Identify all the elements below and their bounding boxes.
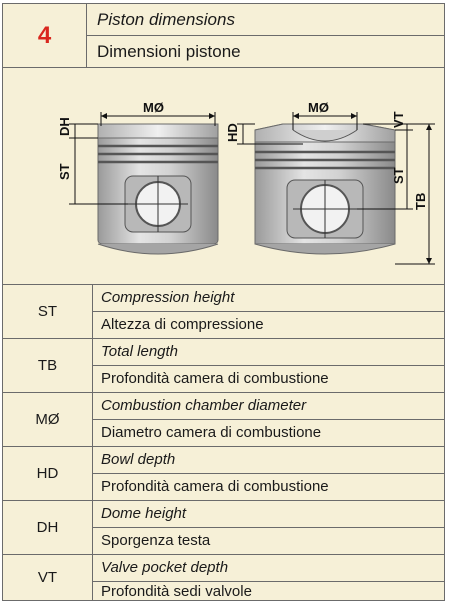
right-compression-label: ST xyxy=(391,167,406,184)
row-abbreviation: DH xyxy=(3,501,93,554)
row-italian: Profondità camera di combustione xyxy=(101,370,329,387)
left-dome-label: DH xyxy=(57,117,72,136)
table-row: TB Total length Profondità camera di com… xyxy=(3,339,444,393)
row-abbreviation: HD xyxy=(3,447,93,500)
right-total-label: TB xyxy=(413,193,428,210)
section-number: 4 xyxy=(3,4,87,68)
right-piston xyxy=(237,112,435,265)
row-abbreviation: MØ xyxy=(3,393,93,446)
row-english: Dome height xyxy=(93,501,444,528)
table-row: ST Compression height Altezza di compres… xyxy=(3,285,444,339)
row-italian: Profondità sedi valvole xyxy=(101,583,252,600)
row-italian: Diametro camera di combustione xyxy=(101,424,322,441)
row-english: Valve pocket depth xyxy=(93,555,444,582)
table-row: DH Dome height Sporgenza testa xyxy=(3,501,444,555)
row-italian: Profondità camera di combustione xyxy=(101,478,329,495)
title-english: Piston dimensions xyxy=(87,4,444,36)
row-english: Compression height xyxy=(93,285,444,312)
row-english: Combustion chamber diameter xyxy=(93,393,444,420)
right-bowl-depth-label: HD xyxy=(225,123,240,142)
row-abbreviation: VT xyxy=(3,555,93,600)
left-bowl-diameter-label: MØ xyxy=(143,100,164,115)
left-piston xyxy=(69,112,219,255)
title-italian: Dimensioni pistone xyxy=(87,36,444,68)
piston-dimensions-card: 4 Piston dimensions Dimensioni pistone xyxy=(2,3,445,601)
row-english: Total length xyxy=(93,339,444,366)
row-abbreviation: ST xyxy=(3,285,93,338)
row-italian: Sporgenza testa xyxy=(101,532,211,549)
table-row: VT Valve pocket depth Profondità sedi va… xyxy=(3,555,444,600)
table-row: MØ Combustion chamber diameter Diametro … xyxy=(3,393,444,447)
left-compression-label: ST xyxy=(57,163,72,180)
row-abbreviation: TB xyxy=(3,339,93,392)
right-valve-label: VT xyxy=(391,111,406,128)
piston-diagram: MØ DH ST xyxy=(3,68,444,285)
table-row: HD Bowl depth Profondità camera di combu… xyxy=(3,447,444,501)
piston-diagram-svg: MØ DH ST xyxy=(57,100,435,265)
row-italian: Altezza di compressione xyxy=(101,316,264,333)
right-bowl-diameter-label: MØ xyxy=(308,100,329,115)
row-english: Bowl depth xyxy=(93,447,444,474)
